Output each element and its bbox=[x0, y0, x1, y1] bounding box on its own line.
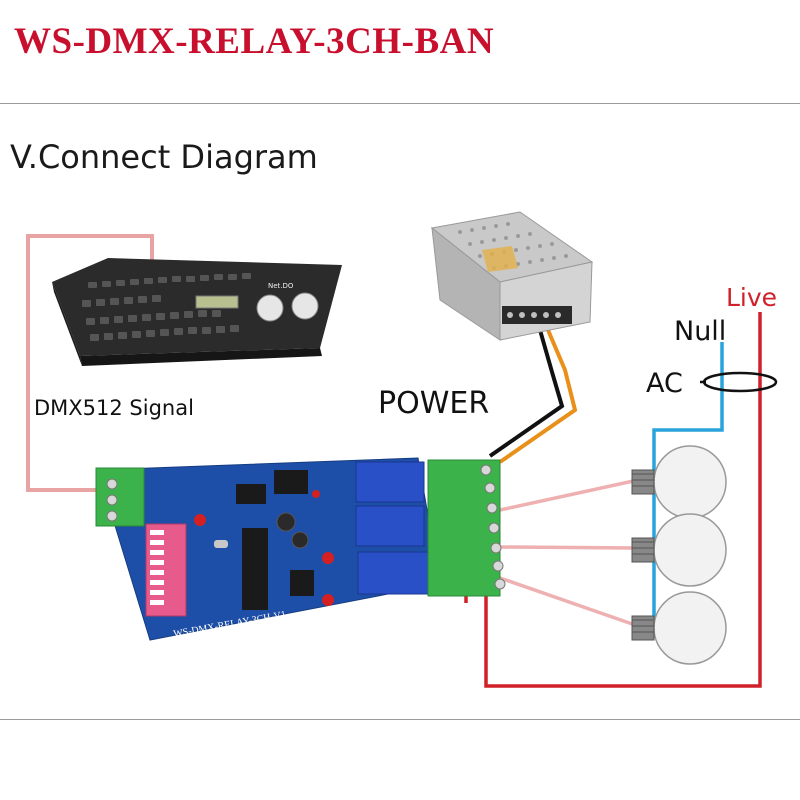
console-knob-left bbox=[256, 294, 284, 322]
console-buttons bbox=[82, 273, 251, 341]
console-brand: Net.DO bbox=[268, 282, 294, 290]
page-title: WS-DMX-RELAY-3CH-BAN bbox=[14, 21, 495, 62]
ac-current-ring bbox=[700, 371, 778, 393]
lamp-3 bbox=[631, 591, 727, 665]
power-wires bbox=[488, 329, 578, 464]
ic-chip-2 bbox=[274, 470, 308, 494]
relay-1 bbox=[355, 461, 425, 503]
relay-board: WS-DMX-RELAY-3CH-V1 bbox=[95, 457, 506, 641]
dmx-signal-wire bbox=[26, 234, 154, 492]
led-2 bbox=[322, 552, 334, 564]
crystal bbox=[214, 540, 228, 548]
console-lcd bbox=[195, 295, 239, 309]
top-divider bbox=[0, 103, 800, 104]
dmx-signal-label: DMX512 Signal bbox=[34, 396, 194, 420]
led-1 bbox=[194, 514, 206, 526]
dip-switch bbox=[145, 523, 187, 617]
relay-3 bbox=[357, 551, 429, 595]
lamp-2 bbox=[631, 513, 727, 587]
lamp-1 bbox=[631, 445, 727, 519]
relay-output-terminal bbox=[427, 459, 506, 597]
lamp-feed-wires bbox=[499, 478, 639, 628]
ac-label: AC bbox=[646, 368, 683, 399]
console-knob-right bbox=[291, 292, 319, 320]
capacitor-1 bbox=[276, 512, 296, 532]
dmx-console: Net.DO bbox=[52, 258, 342, 366]
power-label: POWER bbox=[378, 386, 490, 421]
ic-chip-4 bbox=[290, 570, 314, 596]
ic-chip-1 bbox=[236, 484, 266, 504]
ic-chip-3 bbox=[242, 528, 268, 610]
led-3 bbox=[322, 594, 334, 606]
psu-label bbox=[482, 246, 518, 272]
section-title: V.Connect Diagram bbox=[10, 138, 318, 176]
live-label: Live bbox=[726, 283, 778, 312]
null-label: Null bbox=[674, 316, 727, 347]
dmx-input-terminal bbox=[95, 467, 145, 527]
power-supply bbox=[430, 211, 594, 341]
relay-2 bbox=[355, 505, 425, 547]
capacitor-2 bbox=[291, 531, 309, 549]
led-4 bbox=[312, 490, 320, 498]
bottom-divider bbox=[0, 719, 800, 720]
